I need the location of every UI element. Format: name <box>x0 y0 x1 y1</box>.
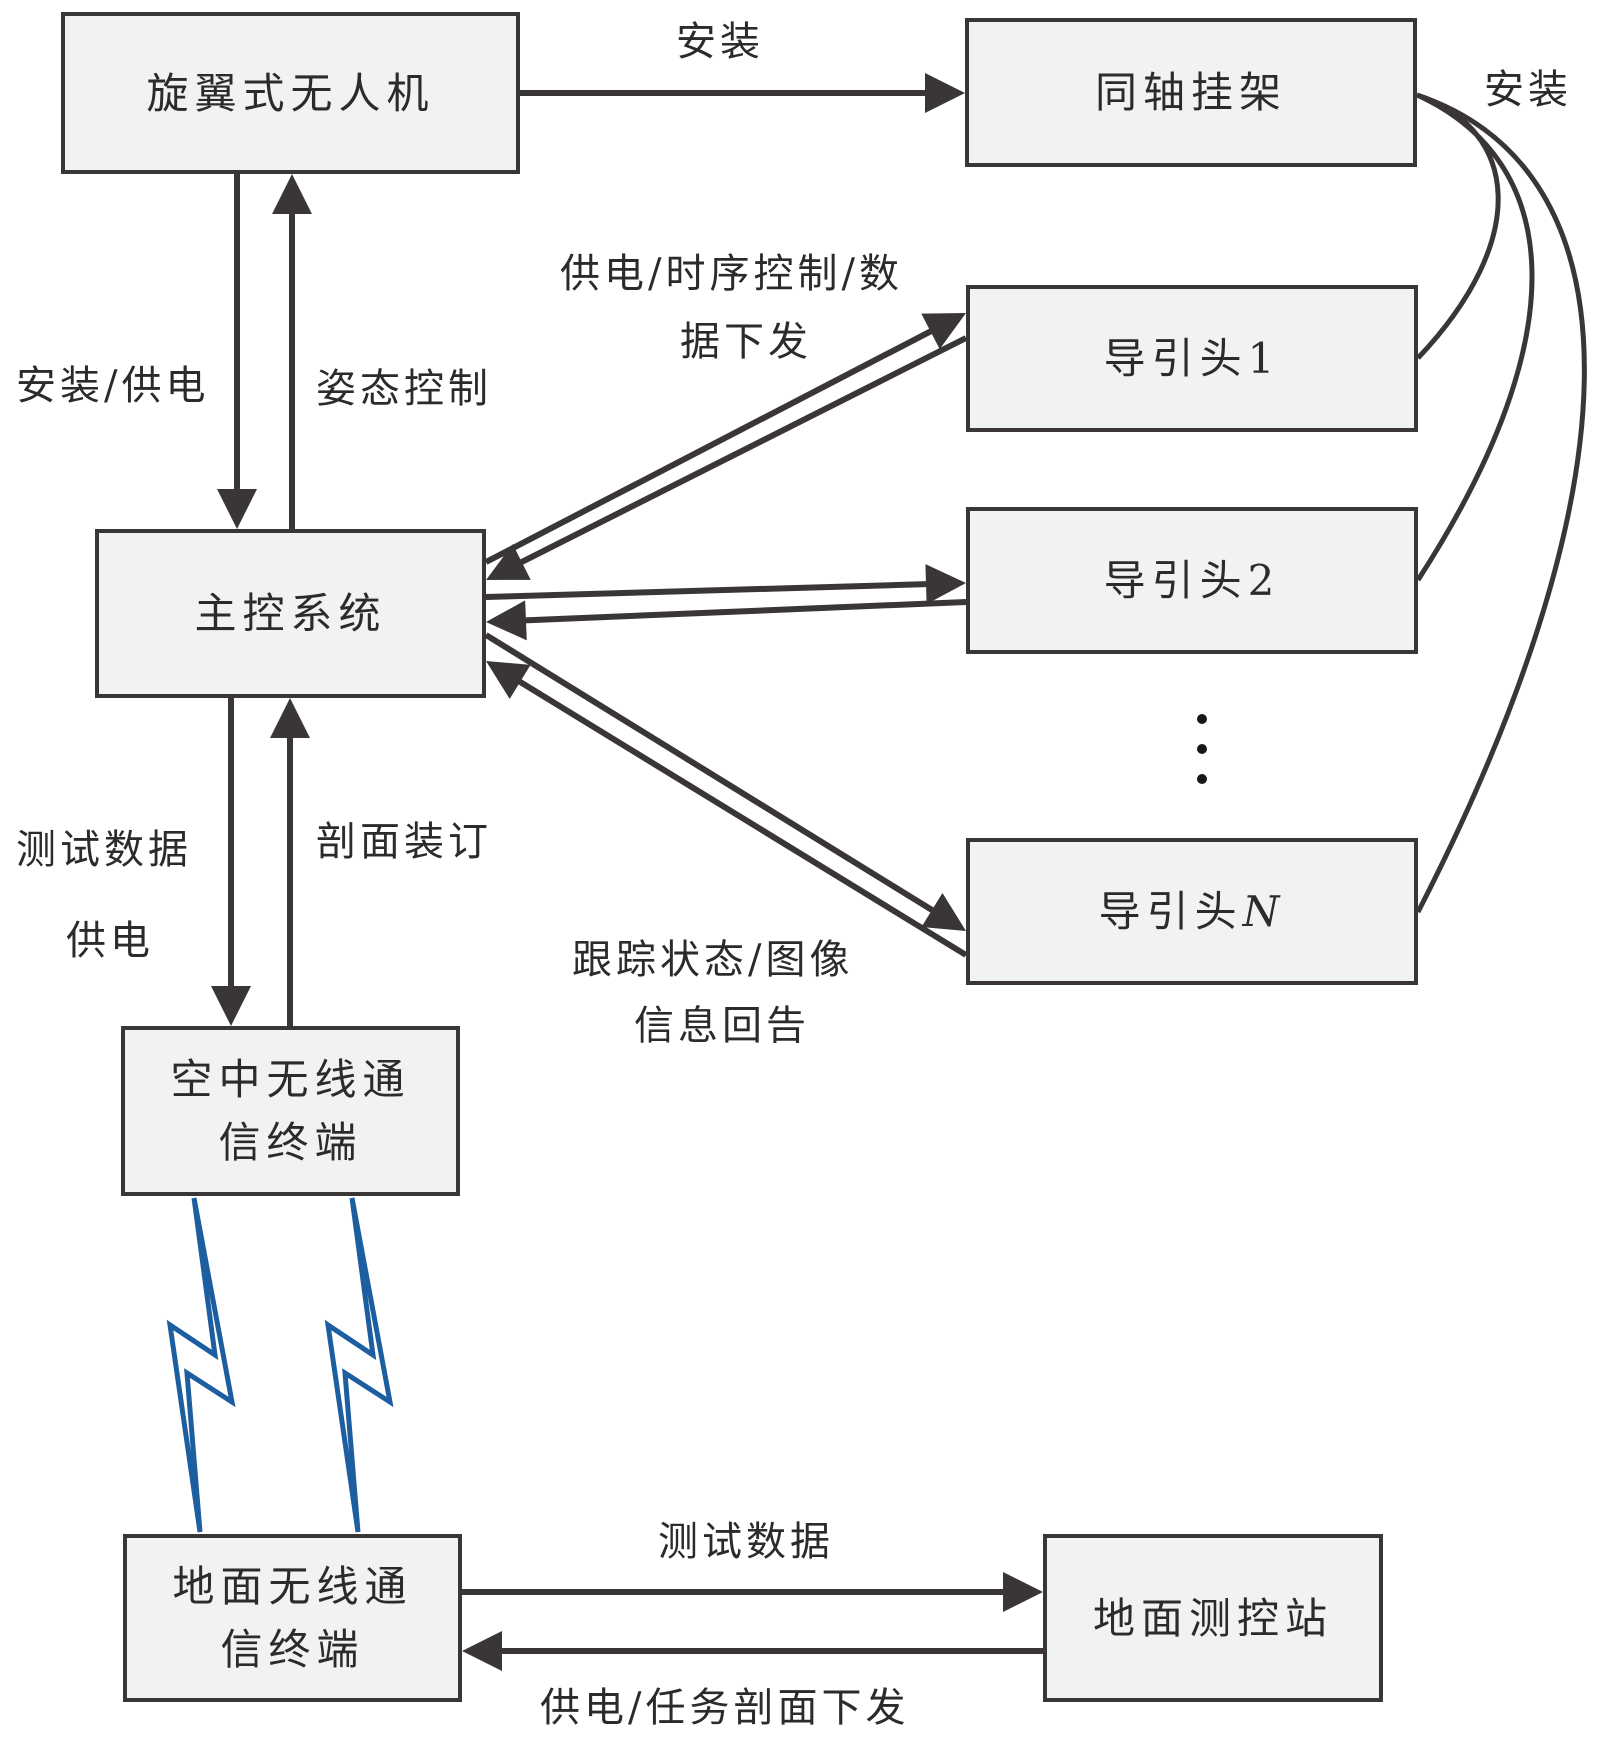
ground-terminal-box: 地面无线通 信终端 <box>123 1534 462 1702</box>
edge-main-to-seeker1-arrowhead <box>921 313 966 350</box>
label-main-to-seekers-2: 据下发 <box>680 319 812 365</box>
seeker1-label: 导引头1 <box>1103 334 1281 383</box>
label-main-to-air-2: 供电 <box>66 918 154 964</box>
seeker2-box: 导引头2 <box>966 507 1418 654</box>
edge-seeker1-to-main <box>516 335 968 567</box>
edge-seeker2-to-main-arrowhead <box>486 600 527 641</box>
ground-station-label: 地面测控站 <box>1092 1593 1333 1643</box>
label-mount-to-seekers: 安装 <box>1484 67 1572 113</box>
edge-uav-to-mount-arrowhead <box>925 73 965 113</box>
label-main-to-uav: 姿态控制 <box>316 366 492 412</box>
curve-mount-to-seeker1 <box>1416 92 1501 360</box>
edge-main-to-seeker1 <box>484 326 936 565</box>
main-control-box: 主控系统 <box>95 529 486 698</box>
curve-mount-to-seekerN <box>1415 92 1587 914</box>
lightning-bolt-icon-left <box>166 1197 236 1533</box>
edge-ground-terminal-to-station-arrowhead <box>1003 1572 1043 1612</box>
edge-seekerN-to-main-arrowhead <box>486 661 531 699</box>
seeker2-label: 导引头2 <box>1103 556 1281 605</box>
mount-label: 同轴挂架 <box>1094 68 1287 117</box>
uav-box: 旋翼式无人机 <box>61 12 520 174</box>
edge-main-to-uav-arrowhead <box>272 174 312 214</box>
seekerN-prefix: 导引头 <box>1098 887 1243 936</box>
uav-label: 旋翼式无人机 <box>146 68 435 118</box>
air-terminal-line1: 空中无线通 <box>170 1055 411 1104</box>
label-station-to-ground-terminal: 供电/任务剖面下发 <box>540 1685 910 1731</box>
label-seekers-to-main-1: 跟踪状态/图像 <box>572 937 854 983</box>
label-main-to-seekers-1: 供电/时序控制/数 <box>560 251 903 297</box>
label-uav-to-mount: 安装 <box>676 19 764 65</box>
edge-main-to-seekerN <box>484 632 937 915</box>
vertical-ellipsis-icon <box>1197 714 1207 804</box>
seeker1-box: 导引头1 <box>966 285 1418 432</box>
edge-air-to-main-arrowhead <box>270 698 310 738</box>
main-control-label: 主控系统 <box>194 589 387 638</box>
label-uav-to-main: 安装/供电 <box>16 363 210 409</box>
seekerN-suffix: N <box>1242 887 1286 936</box>
label-seekers-to-main-2: 信息回告 <box>634 1003 810 1049</box>
air-terminal-box: 空中无线通 信终端 <box>121 1026 460 1196</box>
curve-mount-to-seeker2 <box>1415 92 1535 582</box>
edge-main-to-seeker2-arrowhead <box>925 564 966 605</box>
edge-main-to-seekerN-arrowhead <box>921 892 966 931</box>
edge-seekerN-to-main <box>515 677 968 958</box>
edge-uav-to-main-arrowhead <box>217 489 257 529</box>
ground-station-box: 地面测控站 <box>1043 1534 1383 1702</box>
edge-seeker1-to-main-arrowhead <box>486 544 531 580</box>
label-air-to-main: 剖面装订 <box>316 819 492 865</box>
edge-station-to-ground-terminal-arrowhead <box>462 1631 502 1671</box>
label-main-to-air-1: 测试数据 <box>16 827 192 873</box>
lightning-bolt-icon-right <box>324 1197 394 1533</box>
edge-seeker2-to-main <box>521 599 967 624</box>
air-terminal-line2: 信终端 <box>218 1118 363 1167</box>
edge-main-to-air-arrowhead <box>211 986 251 1026</box>
mount-box: 同轴挂架 <box>965 18 1417 167</box>
ground-terminal-line2: 信终端 <box>220 1625 365 1674</box>
seekerN-box: 导引头N <box>966 838 1418 985</box>
seekerN-label: 导引头N <box>1099 880 1286 943</box>
label-ground-terminal-to-station: 测试数据 <box>658 1519 834 1565</box>
edge-main-to-seeker2 <box>485 581 931 600</box>
ground-terminal-line1: 地面无线通 <box>172 1562 413 1611</box>
